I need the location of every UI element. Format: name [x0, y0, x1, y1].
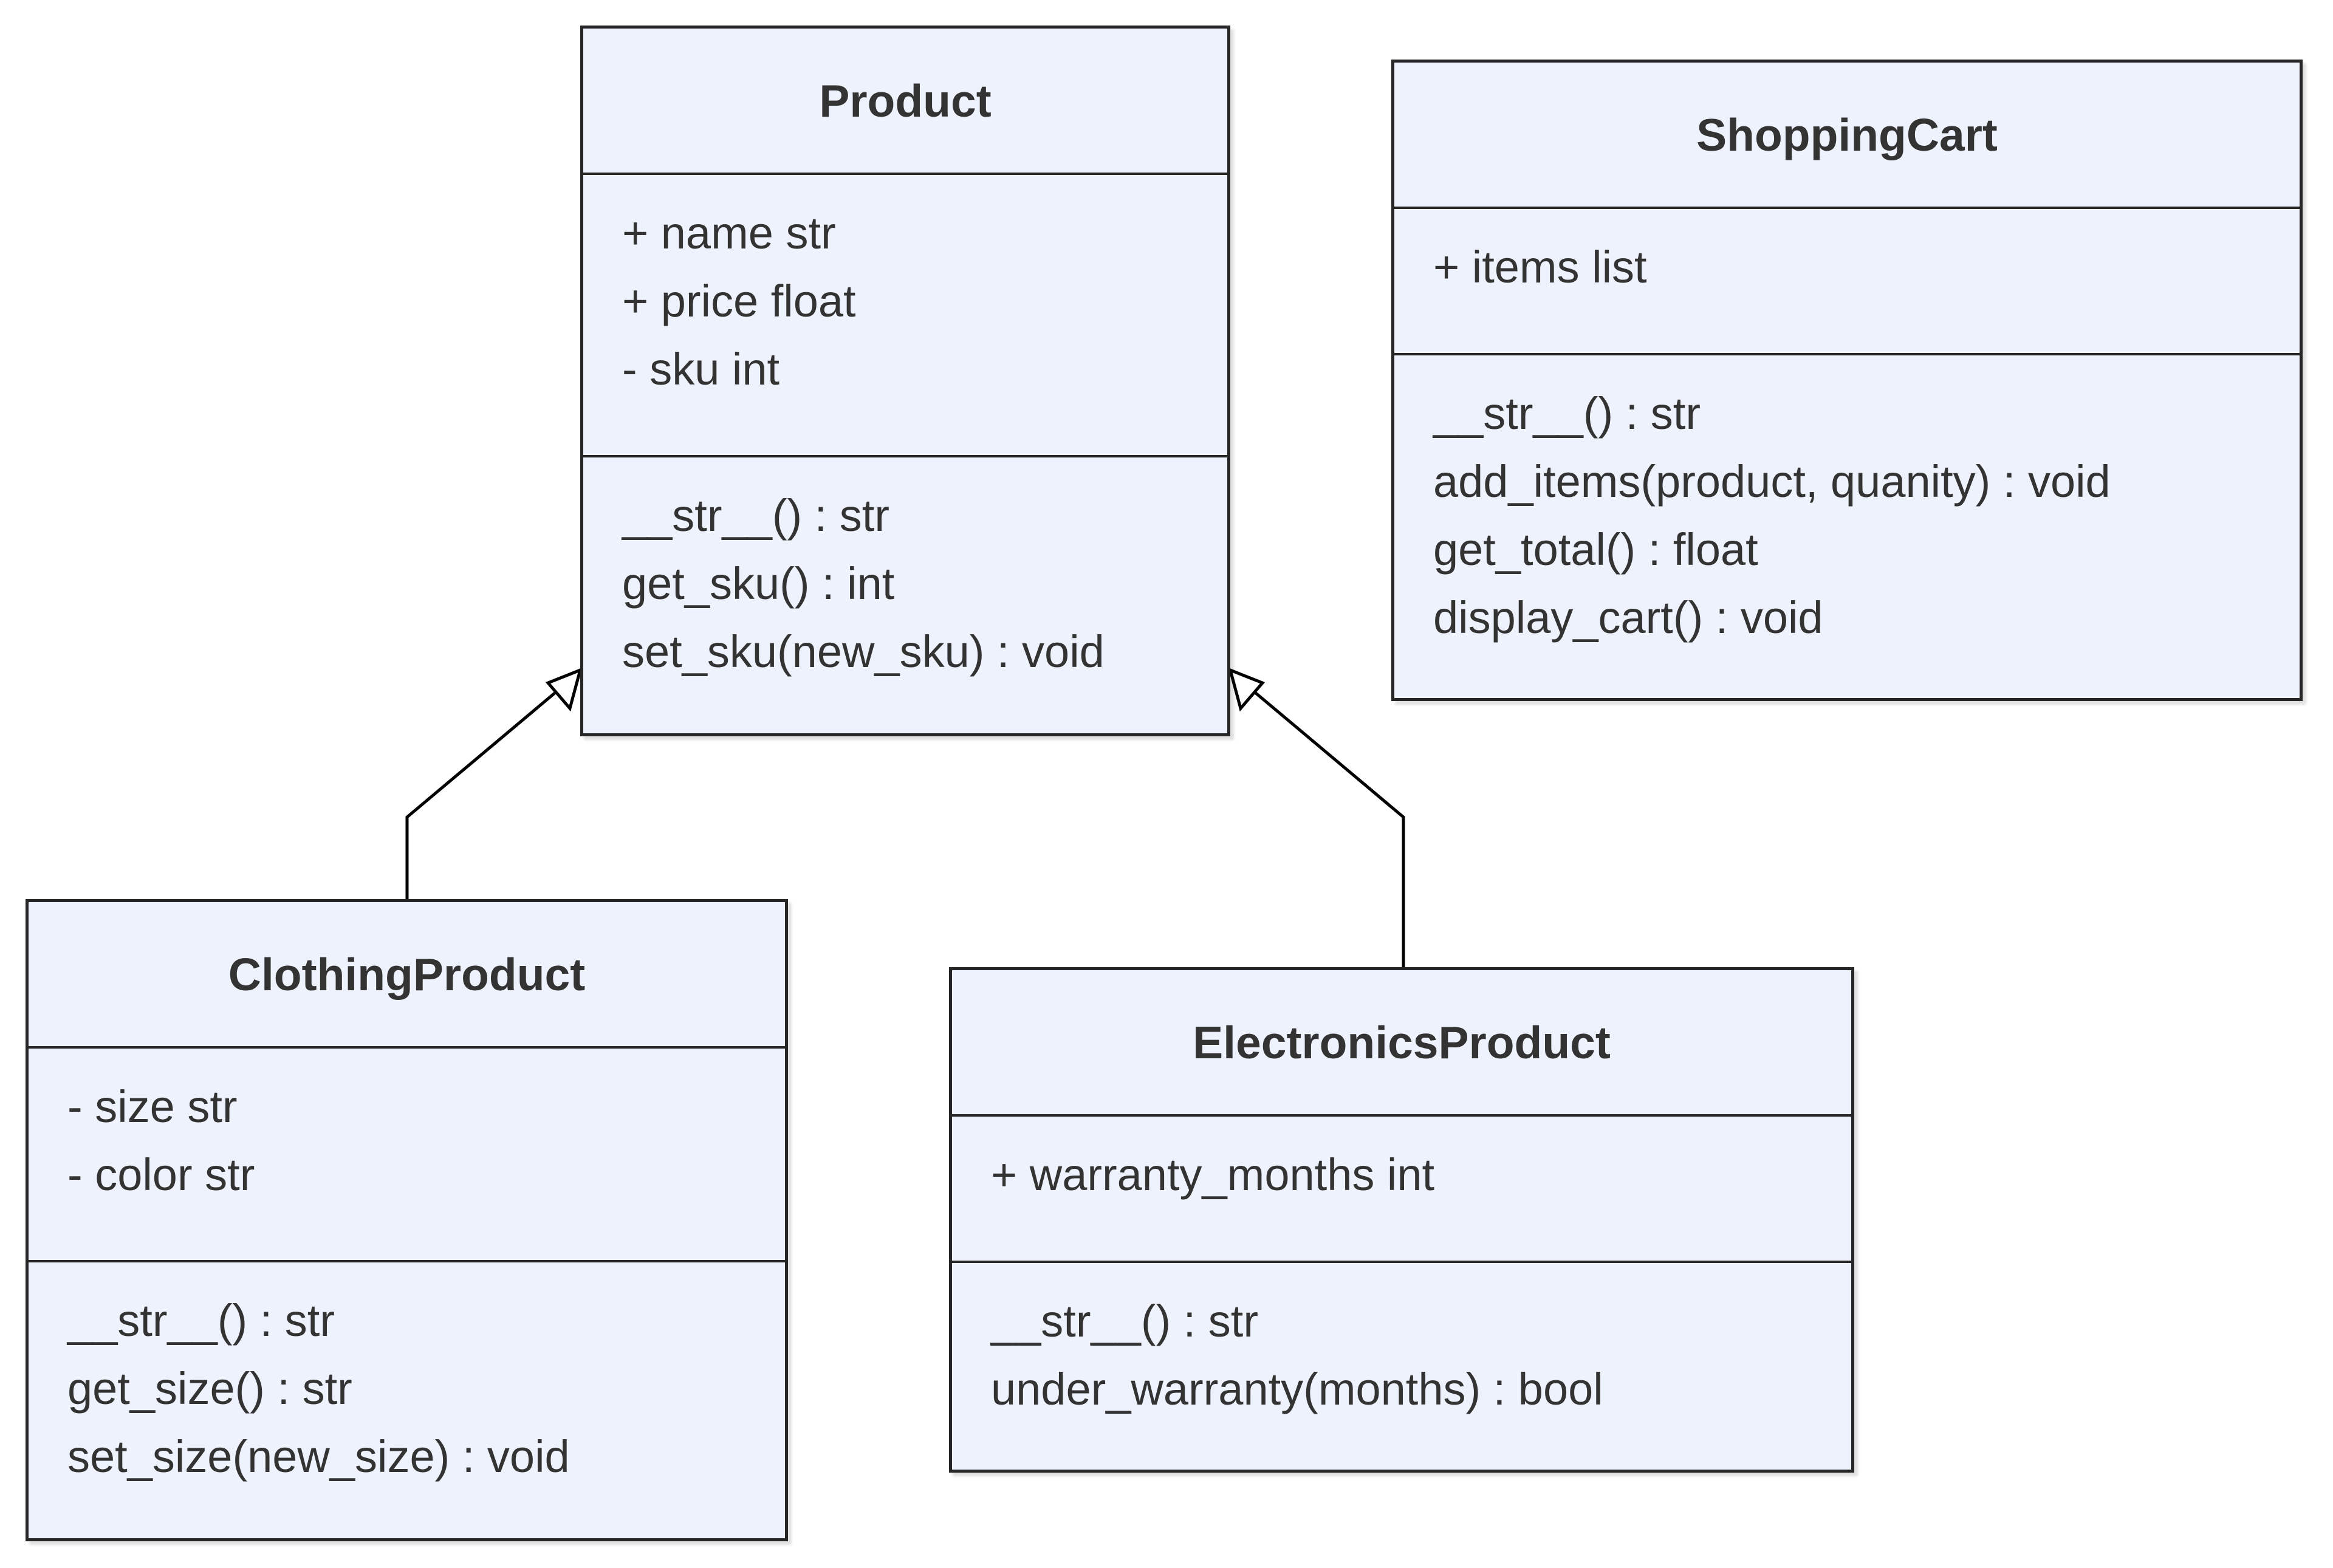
- method: __str__() : str: [622, 490, 889, 541]
- method: __str__() : str: [991, 1296, 1258, 1346]
- class-name: ClothingProduct: [29, 902, 785, 1049]
- method: set_size(new_size) : void: [67, 1431, 570, 1482]
- attribute: + name str: [622, 208, 836, 258]
- attribute: + price float: [622, 276, 856, 326]
- method: display_cart() : void: [1433, 592, 1823, 643]
- methods-compartment: __str__() : str get_size() : str set_siz…: [29, 1262, 785, 1491]
- class-name: ShoppingCart: [1394, 63, 2300, 209]
- attribute: - size str: [67, 1081, 238, 1132]
- attribute: + warranty_months int: [991, 1149, 1435, 1200]
- method: set_sku(new_sku) : void: [622, 626, 1105, 677]
- class-clothing-product[interactable]: ClothingProduct - size str - color str _…: [26, 899, 788, 1541]
- method: get_size() : str: [67, 1363, 352, 1414]
- class-shopping-cart[interactable]: ShoppingCart + items list __str__() : st…: [1391, 60, 2303, 701]
- attributes-compartment: + name str + price float - sku int: [583, 175, 1227, 457]
- methods-compartment: __str__() : str under_warranty(months) :…: [952, 1263, 1851, 1423]
- method: under_warranty(months) : bool: [991, 1364, 1603, 1414]
- class-name: Product: [583, 29, 1227, 175]
- method: __str__() : str: [67, 1295, 335, 1346]
- class-electronics-product[interactable]: ElectronicsProduct + warranty_months int…: [949, 967, 1854, 1473]
- methods-compartment: __str__() : str get_sku() : int set_sku(…: [583, 457, 1227, 686]
- class-product[interactable]: Product + name str + price float - sku i…: [580, 26, 1230, 736]
- attribute: + items list: [1433, 242, 1647, 292]
- class-name: ElectronicsProduct: [952, 970, 1851, 1117]
- method: get_sku() : int: [622, 558, 895, 609]
- method: get_total() : float: [1433, 524, 1758, 575]
- attributes-compartment: + items list: [1394, 209, 2300, 355]
- methods-compartment: __str__() : str add_items(product, quani…: [1394, 355, 2300, 652]
- attributes-compartment: + warranty_months int: [952, 1117, 1851, 1263]
- attributes-compartment: - size str - color str: [29, 1049, 785, 1262]
- method: add_items(product, quanity) : void: [1433, 456, 2111, 507]
- inheritance-electronics-to-product: [1228, 667, 1405, 969]
- attribute: - sku int: [622, 344, 780, 394]
- inheritance-clothing-to-product: [405, 667, 583, 901]
- attribute: - color str: [67, 1149, 255, 1200]
- method: __str__() : str: [1433, 388, 1701, 439]
